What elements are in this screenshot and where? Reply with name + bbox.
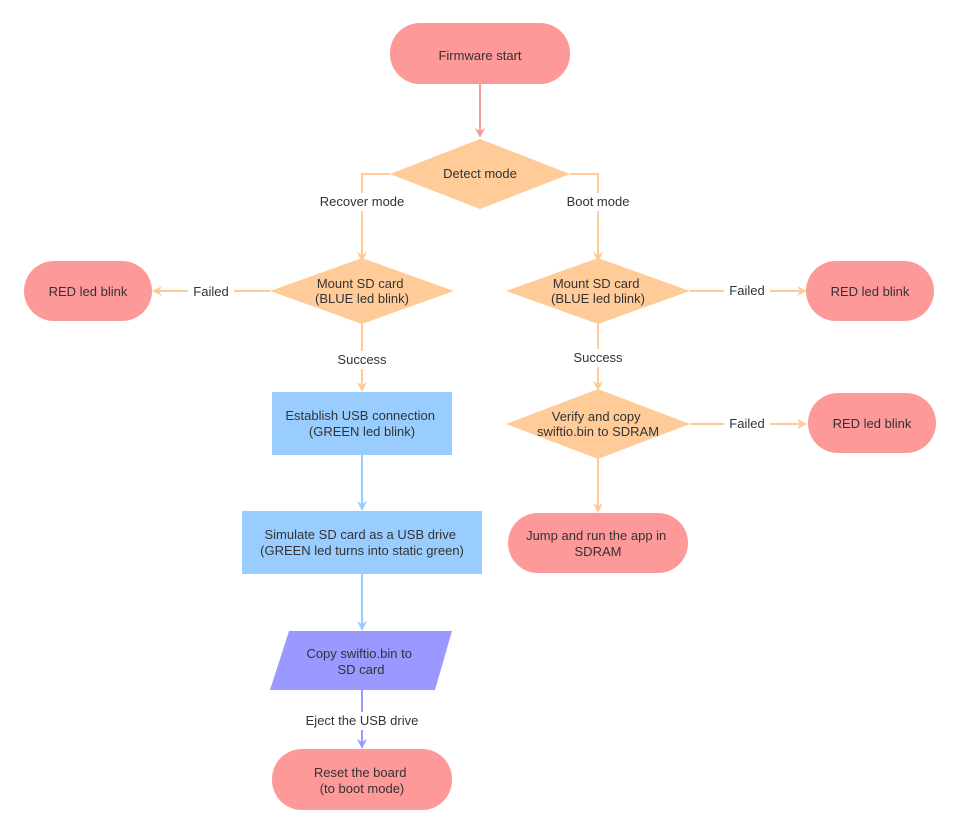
node-label: Simulate SD card as a USB drive (GREEN l…	[260, 527, 464, 558]
io-shape	[270, 631, 452, 690]
node-verify-copy: Verify and copy swiftio.bin to SDRAM	[506, 389, 690, 459]
terminal-shape	[272, 749, 452, 810]
node-label: Reset the board (to boot mode)	[314, 765, 410, 796]
edge-detect-to-mount-boot	[570, 173, 603, 262]
node-label: Detect mode	[443, 166, 517, 181]
node-jump-run-app: Jump and run the app in SDRAM	[508, 513, 688, 573]
decision-shape	[506, 389, 690, 459]
node-red-led-blink-boot: RED led blink	[806, 261, 934, 321]
edge-label-recover-mode: Recover mode	[320, 194, 405, 209]
node-label: RED led blink	[49, 284, 128, 299]
edge-label-failed-verify: Failed	[729, 416, 764, 431]
terminal-shape	[390, 23, 570, 84]
node-red-led-blink-recover: RED led blink	[24, 261, 152, 321]
edge-detect-to-mount-recover	[357, 173, 390, 262]
terminal-shape	[808, 393, 936, 453]
terminal-shape	[24, 261, 152, 321]
edge-labels: Recover mode Boot mode Failed Success Fa…	[188, 193, 770, 730]
terminal-shape	[508, 513, 688, 573]
nodes: Firmware start Detect mode Mount SD card…	[24, 23, 936, 810]
node-label: Copy swiftio.bin to SD card	[306, 646, 415, 677]
decision-shape	[390, 139, 570, 209]
decision-shape	[506, 258, 690, 324]
node-red-led-blink-verify: RED led blink	[808, 393, 936, 453]
node-mount-sd-recover: Mount SD card (BLUE led blink)	[270, 258, 454, 324]
decision-shape	[270, 258, 454, 324]
node-label: Firmware start	[438, 48, 521, 63]
node-firmware-start: Firmware start	[390, 23, 570, 84]
edge-label-eject: Eject the USB drive	[306, 713, 419, 728]
node-label: Establish USB connection (GREEN led blin…	[285, 408, 438, 439]
node-establish-usb: Establish USB connection (GREEN led blin…	[272, 392, 452, 455]
edge-label-failed-boot: Failed	[729, 283, 764, 298]
edge-label-success-recover: Success	[337, 352, 387, 367]
terminal-shape	[806, 261, 934, 321]
edge-label-boot-mode: Boot mode	[567, 194, 630, 209]
node-label: Mount SD card (BLUE led blink)	[315, 276, 409, 306]
node-copy-swiftio: Copy swiftio.bin to SD card	[270, 631, 452, 690]
node-simulate-usb-drive: Simulate SD card as a USB drive (GREEN l…	[242, 511, 482, 574]
process-shape	[242, 511, 482, 574]
edge-label-success-boot: Success	[573, 350, 623, 365]
node-detect-mode: Detect mode	[390, 139, 570, 209]
node-reset-board: Reset the board (to boot mode)	[272, 749, 452, 810]
node-label: RED led blink	[833, 416, 912, 431]
node-mount-sd-boot: Mount SD card (BLUE led blink)	[506, 258, 690, 324]
node-label: Jump and run the app in SDRAM	[526, 528, 670, 559]
node-label: Verify and copy swiftio.bin to SDRAM	[537, 409, 659, 439]
process-shape	[272, 392, 452, 455]
node-label: RED led blink	[831, 284, 910, 299]
node-label: Mount SD card (BLUE led blink)	[551, 276, 645, 306]
edge-label-failed-recover: Failed	[193, 284, 228, 299]
